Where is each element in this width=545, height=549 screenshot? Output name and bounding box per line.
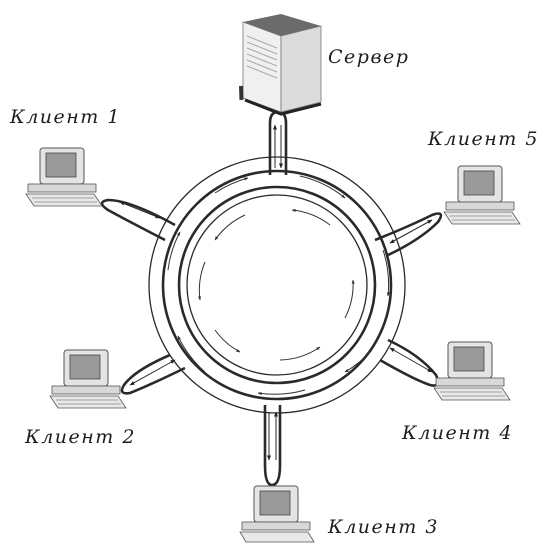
ring-inner-line <box>186 194 368 376</box>
computer-icon <box>443 165 521 225</box>
link-client-2 <box>120 353 186 395</box>
client-1-label: Клиент 1 <box>10 106 121 128</box>
link-client-3 <box>263 405 282 487</box>
ring-direction-arrows <box>167 175 390 396</box>
link-client-5 <box>374 212 443 257</box>
client-2-label: Клиент 2 <box>25 426 136 448</box>
computer-icon <box>49 349 127 409</box>
link-client-1 <box>100 198 176 242</box>
computer-icon <box>239 485 315 543</box>
client-3-label: Клиент 3 <box>328 516 439 538</box>
ring-inner-thick <box>177 185 377 385</box>
client-5-label: Клиент 5 <box>428 128 539 150</box>
server-label: Сервер <box>328 46 410 68</box>
ring-outer-thick <box>161 169 393 401</box>
ring <box>148 156 406 414</box>
computer-icon <box>25 147 103 207</box>
server-icon <box>239 14 322 116</box>
link-server <box>268 110 288 175</box>
client-4-label: Клиент 4 <box>402 422 513 444</box>
computer-icon <box>433 341 511 401</box>
